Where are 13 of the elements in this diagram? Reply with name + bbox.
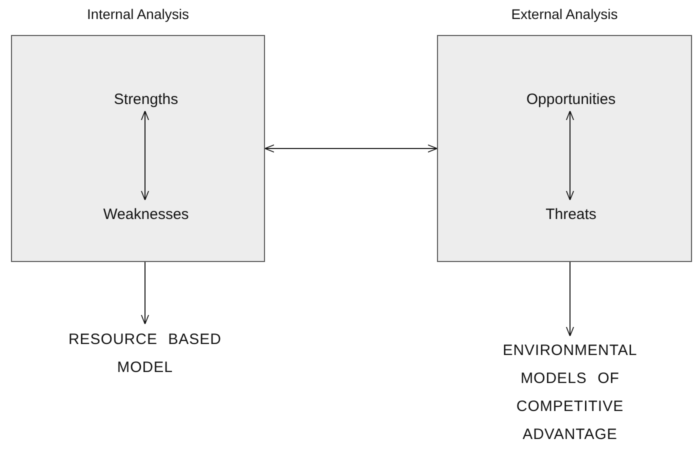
factor-label: Weaknesses xyxy=(103,206,189,222)
arrow xyxy=(264,144,438,153)
arrow xyxy=(140,262,150,324)
box-heading: Internal Analysis xyxy=(86,6,190,22)
factor-label: Threats xyxy=(546,206,596,222)
factor-label: Strengths xyxy=(114,90,178,108)
factor-label: Opportunities xyxy=(526,90,616,108)
arrow xyxy=(566,262,574,336)
arrow xyxy=(566,110,574,200)
outcome-label: ENVIRONMENTAL MODELS OF COMPETITIVE ADVANTAGE xyxy=(502,341,638,445)
arrow xyxy=(140,110,150,200)
box-heading: External Analysis xyxy=(510,6,619,22)
outcome-label: RESOURCE BASED MODEL xyxy=(67,330,223,378)
